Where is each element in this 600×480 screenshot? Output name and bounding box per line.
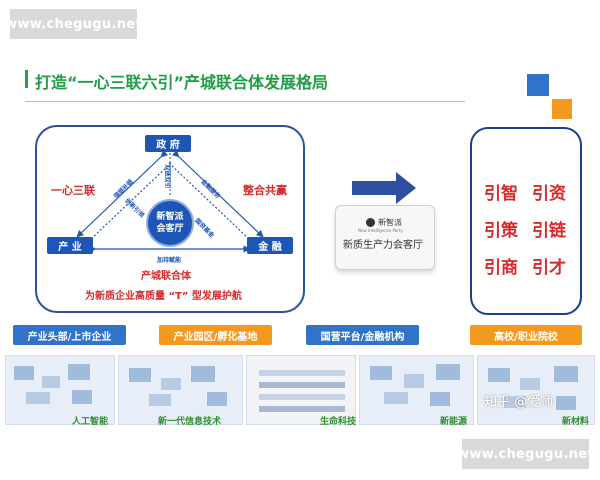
caption-ai: 人工智能 — [72, 417, 109, 427]
yin-grid: 引智 引资 引策 引链 引商 引才 — [484, 179, 566, 278]
strip-industry-leaders: 产业头部/上市企业 — [13, 325, 126, 345]
label-chengcheng-lianheti: 产城联合体 — [141, 271, 191, 282]
logo-icon — [366, 218, 375, 227]
panel-new-materials — [477, 355, 595, 425]
edge-label-top-inner: 双链双引 — [163, 164, 171, 189]
caption-next-gen-it: 新一代信息技术 — [158, 417, 222, 427]
decor-orange-square-icon — [552, 99, 572, 119]
node-industry: 产 业 — [47, 237, 93, 254]
watermark-zhihu: 知乎 @爱师 — [484, 395, 554, 410]
yin-ce: 引策 — [484, 221, 518, 241]
center-lounge-circle: 新智派 会客厅 — [146, 199, 194, 247]
strip-universities: 高校/职业院校 — [470, 325, 582, 345]
edge-right-outer — [171, 149, 264, 238]
yin-shang: 引商 — [484, 258, 518, 278]
panel-next-gen-it — [118, 355, 243, 425]
label-tagline: 为新质企业高质量 “T” 型发展护航 — [85, 291, 242, 302]
decor-blue-square-icon — [527, 74, 549, 96]
node-finance: 金 融 — [247, 237, 293, 254]
caption-new-energy: 新能源 — [440, 417, 468, 427]
center-line1: 新智派 — [156, 212, 184, 222]
node-government: 政 府 — [145, 135, 191, 152]
edge-label-bottom: 加持赋能 — [157, 257, 182, 264]
card-logo-text: 新智派 — [378, 218, 402, 227]
card-label: 新质生产力会客厅 — [343, 240, 423, 251]
panel-new-energy — [359, 355, 474, 425]
left-frame: 政 府 产 业 金 融 新智派 会客厅 强链补链 创新引领 金融服务 国资基金 … — [35, 125, 305, 313]
label-zhenghe-gongying: 整合共赢 — [243, 184, 287, 197]
caption-life-science: 生命科技 — [320, 417, 357, 427]
title-accent-bar — [25, 70, 28, 88]
lounge-card: 新智派 New Intelligence Party 新质生产力会客厅 — [335, 205, 435, 270]
panel-life-science — [246, 355, 356, 425]
caption-new-materials: 新材料 — [562, 417, 590, 427]
flow-arrow-icon — [352, 172, 416, 204]
label-yixin-sanlian: 一心三联 — [51, 184, 95, 197]
edge-left-outer — [76, 149, 169, 238]
page-title: 打造“一心三联六引”产城联合体发展格局 — [35, 73, 329, 92]
triangle-diagram — [76, 149, 264, 253]
watermark-bottom: www.chegugu.net — [457, 439, 594, 469]
title-underline — [25, 101, 465, 102]
yin-lian: 引链 — [532, 221, 566, 241]
yin-zhi: 引智 — [484, 184, 518, 204]
card-logo-sub: New Intelligence Party — [358, 228, 403, 233]
center-line2: 会客厅 — [156, 224, 184, 234]
yin-cai: 引才 — [532, 258, 566, 278]
right-frame: 引智 引资 引策 引链 引商 引才 — [470, 127, 582, 315]
strip-industrial-parks: 产业园区/孵化基地 — [159, 325, 272, 345]
panel-ai — [5, 355, 115, 425]
strip-state-platforms: 国营平台/金融机构 — [306, 325, 419, 345]
yin-zi: 引资 — [532, 184, 566, 204]
watermark-top: www.chegugu.net — [5, 9, 142, 39]
